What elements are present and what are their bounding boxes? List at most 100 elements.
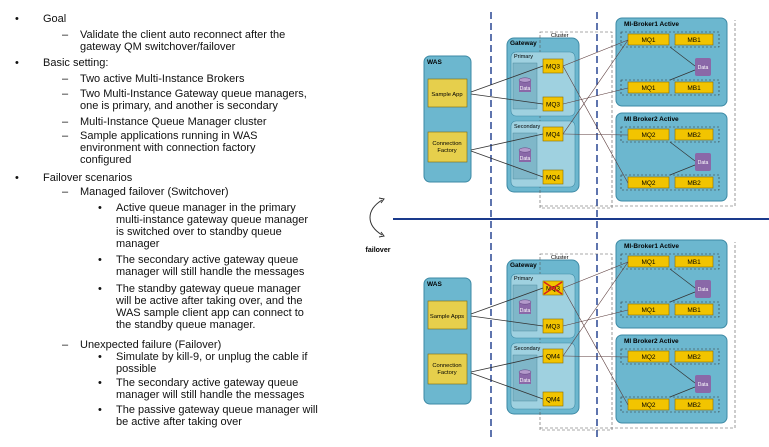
failover-arrow-head-top — [378, 197, 385, 204]
bullet-marker: • — [98, 351, 102, 363]
secondary-label: Secondary — [514, 124, 541, 130]
broker1-title: MI-Broker1 Active — [624, 21, 679, 28]
secondary-data-icon-top — [518, 369, 532, 375]
link-gw-broker1 — [562, 261, 629, 289]
broker2-mb-top — [674, 128, 714, 141]
broker2-link-top — [669, 363, 696, 384]
broker1-mb-top-label: MB1 — [687, 259, 701, 266]
failover-label: failover — [366, 247, 391, 254]
cluster-boundary — [539, 31, 613, 209]
failover-arrow — [369, 199, 383, 236]
sample-app-box — [427, 78, 468, 108]
broker1-data-icon — [695, 280, 711, 298]
bullet-marker: – — [62, 73, 69, 85]
bullet-marker: • — [98, 404, 102, 416]
broker2-qm-top — [627, 128, 670, 141]
was-title: WAS — [427, 59, 442, 66]
broker2-mb-bottom-label: MB2 — [687, 180, 701, 187]
broker2-title: MI Broker2 Active — [624, 338, 679, 345]
broker2-mb-top-label: MB2 — [687, 132, 701, 139]
broker1-link-bottom — [669, 69, 696, 81]
bullet-marker: – — [62, 130, 69, 142]
secondary-data-label: Data — [520, 378, 531, 384]
bullet-text-level-3: The secondary active gateway queue manag… — [116, 254, 305, 278]
bullet-marker: – — [62, 116, 69, 128]
was-title: WAS — [427, 281, 442, 288]
connection-factory-box — [427, 131, 468, 163]
bullet-text-level-3: The passive gateway queue manager will b… — [116, 404, 318, 428]
secondary-qm-standby-label: MQ4 — [546, 175, 560, 182]
gateway-title: Gateway — [510, 40, 537, 47]
link-cf-gateway-standby — [470, 150, 544, 178]
primary-data-icon — [519, 80, 531, 92]
bullet-text-level-2: Two Multi-Instance Gateway queue manager… — [80, 88, 307, 112]
bullet-marker: • — [15, 172, 19, 184]
broker1-mb-bottom — [674, 303, 714, 316]
broker2-data-label: Data — [698, 160, 709, 166]
secondary-data-label: Data — [520, 156, 531, 162]
broker1-qm-bottom-label: MQ1 — [641, 307, 655, 314]
broker2-title: MI Broker2 Active — [624, 116, 679, 123]
bullet-marker: • — [98, 377, 102, 389]
broker1-data-icon — [695, 58, 711, 76]
broker1-mb-bottom — [674, 81, 714, 94]
bullet-text-level-3: Active queue manager in the primary mult… — [116, 202, 309, 250]
bullet-text-level-2: Validate the client auto reconnect after… — [80, 29, 286, 53]
link-gw-broker1-b — [562, 309, 629, 327]
broker1-mb-top — [674, 255, 714, 268]
bullet-text-level-1: Basic setting: — [43, 57, 109, 69]
cluster-label: Cluster — [551, 33, 569, 39]
link-app-gateway — [470, 287, 544, 315]
broker2-qm-top-label: MQ2 — [641, 132, 655, 139]
broker2-qm-top-label: MQ2 — [641, 354, 655, 361]
broker1-qm-bottom — [627, 81, 670, 94]
bullet-marker: • — [98, 202, 102, 214]
primary-qm-active-label: MQ3 — [546, 64, 560, 71]
sample-app-box — [427, 300, 468, 330]
broker1-title: MI-Broker1 Active — [624, 243, 679, 250]
link-app-gateway — [470, 65, 544, 93]
bullet-text-level-2: Managed failover (Switchover) — [80, 186, 229, 198]
broker2-data-icon — [695, 375, 711, 393]
cluster-return-path — [540, 242, 736, 429]
broker1-qm-bottom-label: MQ1 — [641, 85, 655, 92]
primary-data-icon-top — [518, 77, 532, 83]
broker2-mb-bottom-label: MB2 — [687, 402, 701, 409]
bullet-text-level-2: Multi-Instance Queue Manager cluster — [80, 116, 267, 128]
primary-data-label: Data — [520, 308, 531, 314]
link-app-gateway-standby — [470, 315, 544, 327]
sample-app-label: Sample App — [431, 92, 462, 98]
link-gw2-broker1 — [562, 39, 629, 135]
failed-cross-b — [543, 281, 563, 295]
link-gw2-broker1 — [562, 261, 629, 357]
broker2-mb-top — [674, 350, 714, 363]
broker2-mb-bottom — [674, 398, 714, 411]
secondary-qm-standby-label: QM4 — [546, 397, 560, 404]
broker1-mb-top-label: MB1 — [687, 37, 701, 44]
bullet-list: •Goal–Validate the client auto reconnect… — [0, 0, 375, 447]
primary-data-icon — [519, 302, 531, 314]
bullet-marker: – — [62, 29, 69, 41]
link-cf-gateway — [470, 133, 544, 151]
broker2-qm-bottom-label: MQ2 — [641, 180, 655, 187]
link-cf-gateway-standby — [470, 372, 544, 400]
primary-label: Primary — [514, 54, 533, 60]
broker1-mb-top — [674, 33, 714, 46]
broker1-link-bottom — [669, 291, 696, 303]
broker1-qm-top-label: MQ1 — [641, 259, 655, 266]
broker1-qm-bottom — [627, 303, 670, 316]
gateway-title: Gateway — [510, 262, 537, 269]
bullet-text-level-2: Sample applications running in WAS envir… — [80, 130, 258, 166]
broker1-mb-bottom-label: MB1 — [687, 85, 701, 92]
broker2-qm-top — [627, 350, 670, 363]
link-gw-broker1 — [562, 39, 629, 67]
secondary-data-icon — [519, 372, 531, 384]
broker1-link-top — [669, 46, 696, 67]
broker1-data-label: Data — [698, 65, 709, 71]
connection-factory-box — [427, 353, 468, 385]
broker2-link-top — [669, 141, 696, 162]
link-gw2-broker2 — [562, 355, 629, 358]
secondary-data-icon-top — [518, 147, 532, 153]
